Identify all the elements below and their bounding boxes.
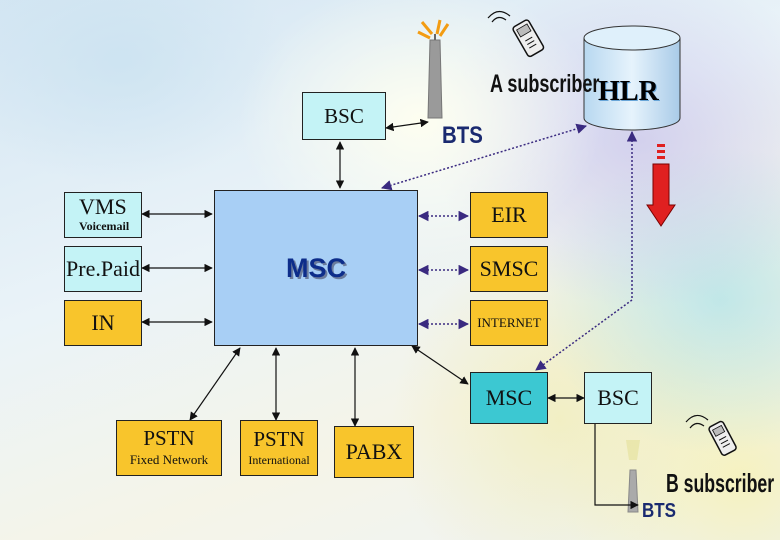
link-msc-msc2 bbox=[411, 345, 469, 385]
prepaid-label: Pre.Paid bbox=[66, 256, 140, 281]
msc-main-label: MSC bbox=[286, 252, 346, 283]
pstn-intl-sub-label: International bbox=[248, 452, 310, 467]
mobile-phone-icon bbox=[708, 420, 737, 456]
a-subscriber-label: A subscriber bbox=[490, 70, 600, 98]
signal-waves-icon bbox=[487, 10, 511, 23]
smsc-box[interactable]: SMSC bbox=[470, 246, 548, 292]
vms-label: VMS bbox=[79, 194, 127, 220]
pstn-intl-box[interactable]: PSTN International bbox=[240, 420, 318, 476]
eir-label: EIR bbox=[491, 202, 527, 227]
pabx-label: PABX bbox=[345, 439, 403, 464]
msc-second-label: MSC bbox=[485, 385, 533, 410]
bsc-second-box[interactable]: BSC bbox=[584, 372, 652, 424]
link-msc-pstn-fixed bbox=[189, 347, 241, 421]
msc-second-box[interactable]: MSC bbox=[470, 372, 548, 424]
pstn-fixed-sub-label: Fixed Network bbox=[129, 452, 209, 468]
vms-box[interactable]: VMS Voicemail bbox=[64, 192, 142, 238]
hlr-database-icon bbox=[583, 25, 681, 131]
hlr-label: HLR bbox=[598, 76, 659, 107]
bsc-second-label: BSC bbox=[597, 385, 639, 410]
eir-box[interactable]: EIR bbox=[470, 192, 548, 238]
bsc-top-label: BSC bbox=[324, 103, 364, 128]
in-box[interactable]: IN bbox=[64, 300, 142, 346]
internet-box[interactable]: INTERNET bbox=[470, 300, 548, 346]
red-down-arrow-icon bbox=[646, 144, 676, 227]
bts-bottom-label: BTS bbox=[642, 500, 676, 522]
in-label: IN bbox=[91, 310, 115, 335]
link-bsc2-bts bbox=[594, 424, 639, 510]
bts-top-label: BTS bbox=[442, 122, 483, 149]
prepaid-box[interactable]: Pre.Paid bbox=[64, 246, 142, 292]
msc-main-box[interactable]: MSC bbox=[214, 190, 418, 346]
pabx-box[interactable]: PABX bbox=[334, 426, 414, 478]
mobile-phone-icon bbox=[512, 19, 545, 58]
b-subscriber-label: B subscriber bbox=[666, 468, 775, 498]
pstn-intl-label: PSTN bbox=[253, 426, 305, 451]
antenna-tower-icon bbox=[626, 440, 640, 513]
antenna-tower-icon bbox=[417, 19, 450, 119]
pstn-fixed-box[interactable]: PSTN Fixed Network bbox=[116, 420, 222, 476]
internet-label: INTERNET bbox=[477, 314, 541, 330]
signal-waves-icon bbox=[685, 414, 709, 429]
bsc-top-box[interactable]: BSC bbox=[302, 92, 386, 140]
link-msc-hlr bbox=[380, 123, 588, 191]
link-hlr-msc2 bbox=[535, 130, 638, 371]
vms-sub-label: Voicemail bbox=[79, 219, 130, 234]
link-bsc-bts bbox=[385, 118, 429, 132]
pstn-fixed-label: PSTN bbox=[143, 426, 195, 451]
smsc-label: SMSC bbox=[479, 256, 539, 281]
